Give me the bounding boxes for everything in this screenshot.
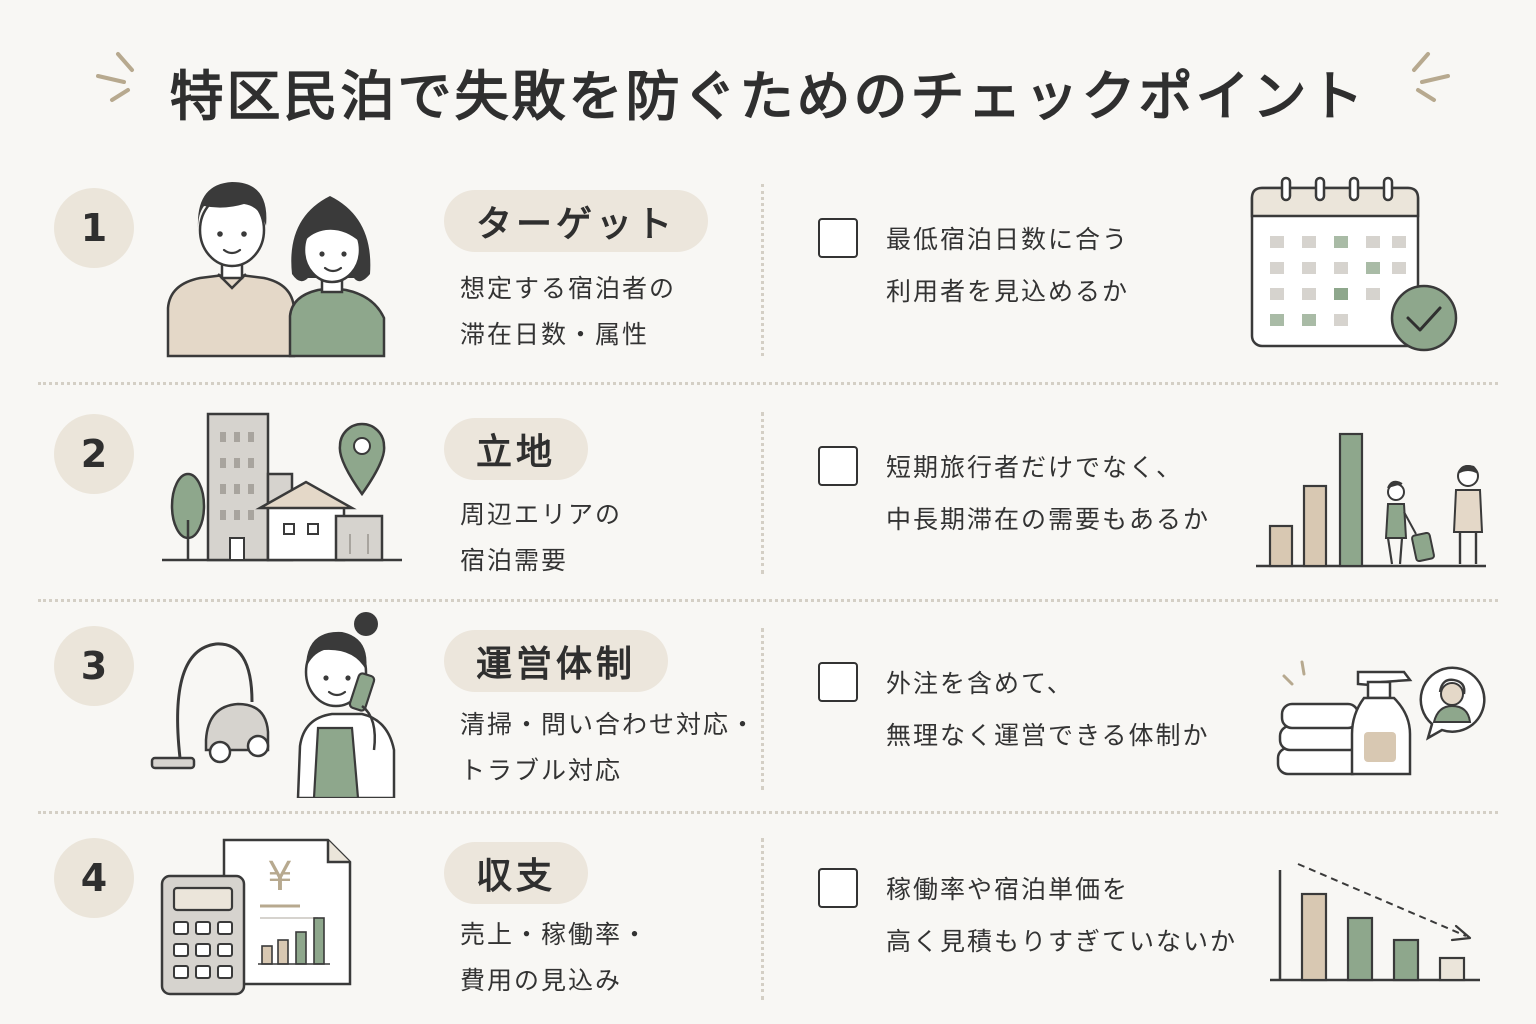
city-location-icon <box>162 412 402 562</box>
check-question: 外注を含めて、 無理なく運営できる体制か <box>886 658 1210 762</box>
declining-chart-icon <box>1270 863 1480 982</box>
heading-pill: 立地 <box>444 418 589 480</box>
calendar-check-icon <box>1250 176 1458 352</box>
row-divider <box>38 382 1498 385</box>
heading-pill: ターゲット <box>444 190 709 252</box>
burst-left-icon <box>96 52 134 102</box>
description-line: トラブル対応 <box>460 756 623 785</box>
description: 周辺エリアの 宿泊需要 <box>460 492 622 584</box>
column-divider <box>761 184 764 356</box>
check-line: 中長期滞在の需要もあるか <box>886 505 1211 534</box>
check-question: 稼働率や宿泊単価を 高く見積もりすぎていないか <box>886 864 1237 968</box>
description: 清掃・問い合わせ対応・ トラブル対応 <box>460 702 757 794</box>
bar-chart-travelers-icon <box>1256 432 1486 568</box>
check-line: 稼働率や宿泊単価を <box>886 875 1130 904</box>
calculator-yen-icon: ¥ <box>160 838 352 996</box>
couple-icon <box>166 182 386 358</box>
description-line: 売上・稼働率・ <box>460 920 650 949</box>
cleaning-staff-icon <box>150 612 396 798</box>
step-number: 2 <box>54 414 134 494</box>
description-line: 清掃・問い合わせ対応・ <box>460 710 758 739</box>
checkbox[interactable] <box>818 662 858 702</box>
check-question: 短期旅行者だけでなく、 中長期滞在の需要もあるか <box>886 442 1210 546</box>
check-line: 最低宿泊日数に合う <box>886 225 1130 254</box>
step-number: 3 <box>54 626 134 706</box>
check-line: 利用者を見込めるか <box>886 277 1130 306</box>
column-divider <box>761 838 764 1000</box>
burst-right-icon <box>1412 52 1450 102</box>
row-divider <box>38 599 1498 602</box>
check-line: 短期旅行者だけでなく、 <box>886 453 1184 482</box>
checkbox[interactable] <box>818 446 858 486</box>
heading-pill: 運営体制 <box>444 630 669 692</box>
row-divider <box>38 811 1498 814</box>
step-number: 4 <box>54 838 134 918</box>
checkbox[interactable] <box>818 868 858 908</box>
description: 想定する宿泊者の 滞在日数・属性 <box>460 266 676 358</box>
check-line: 無理なく運営できる体制か <box>886 721 1210 750</box>
column-divider <box>761 628 764 790</box>
yen-sign: ¥ <box>267 854 292 900</box>
step-number: 1 <box>54 188 134 268</box>
description-line: 費用の見込み <box>460 966 623 995</box>
check-question: 最低宿泊日数に合う 利用者を見込めるか <box>886 214 1129 318</box>
column-divider <box>761 412 764 574</box>
checkbox[interactable] <box>818 218 858 258</box>
check-line: 外注を含めて、 <box>886 669 1074 698</box>
description-line: 滞在日数・属性 <box>460 320 650 349</box>
description-line: 周辺エリアの <box>460 500 623 529</box>
description-line: 想定する宿泊者の <box>460 274 677 303</box>
heading-pill: 収支 <box>444 842 589 904</box>
towels-spray-support-icon <box>1276 660 1486 776</box>
check-line: 高く見積もりすぎていないか <box>886 927 1238 956</box>
description: 売上・稼働率・ 費用の見込み <box>460 912 649 1004</box>
description-line: 宿泊需要 <box>460 546 569 575</box>
page-title: 特区民泊で失敗を防ぐためのチェックポイント <box>169 65 1367 128</box>
